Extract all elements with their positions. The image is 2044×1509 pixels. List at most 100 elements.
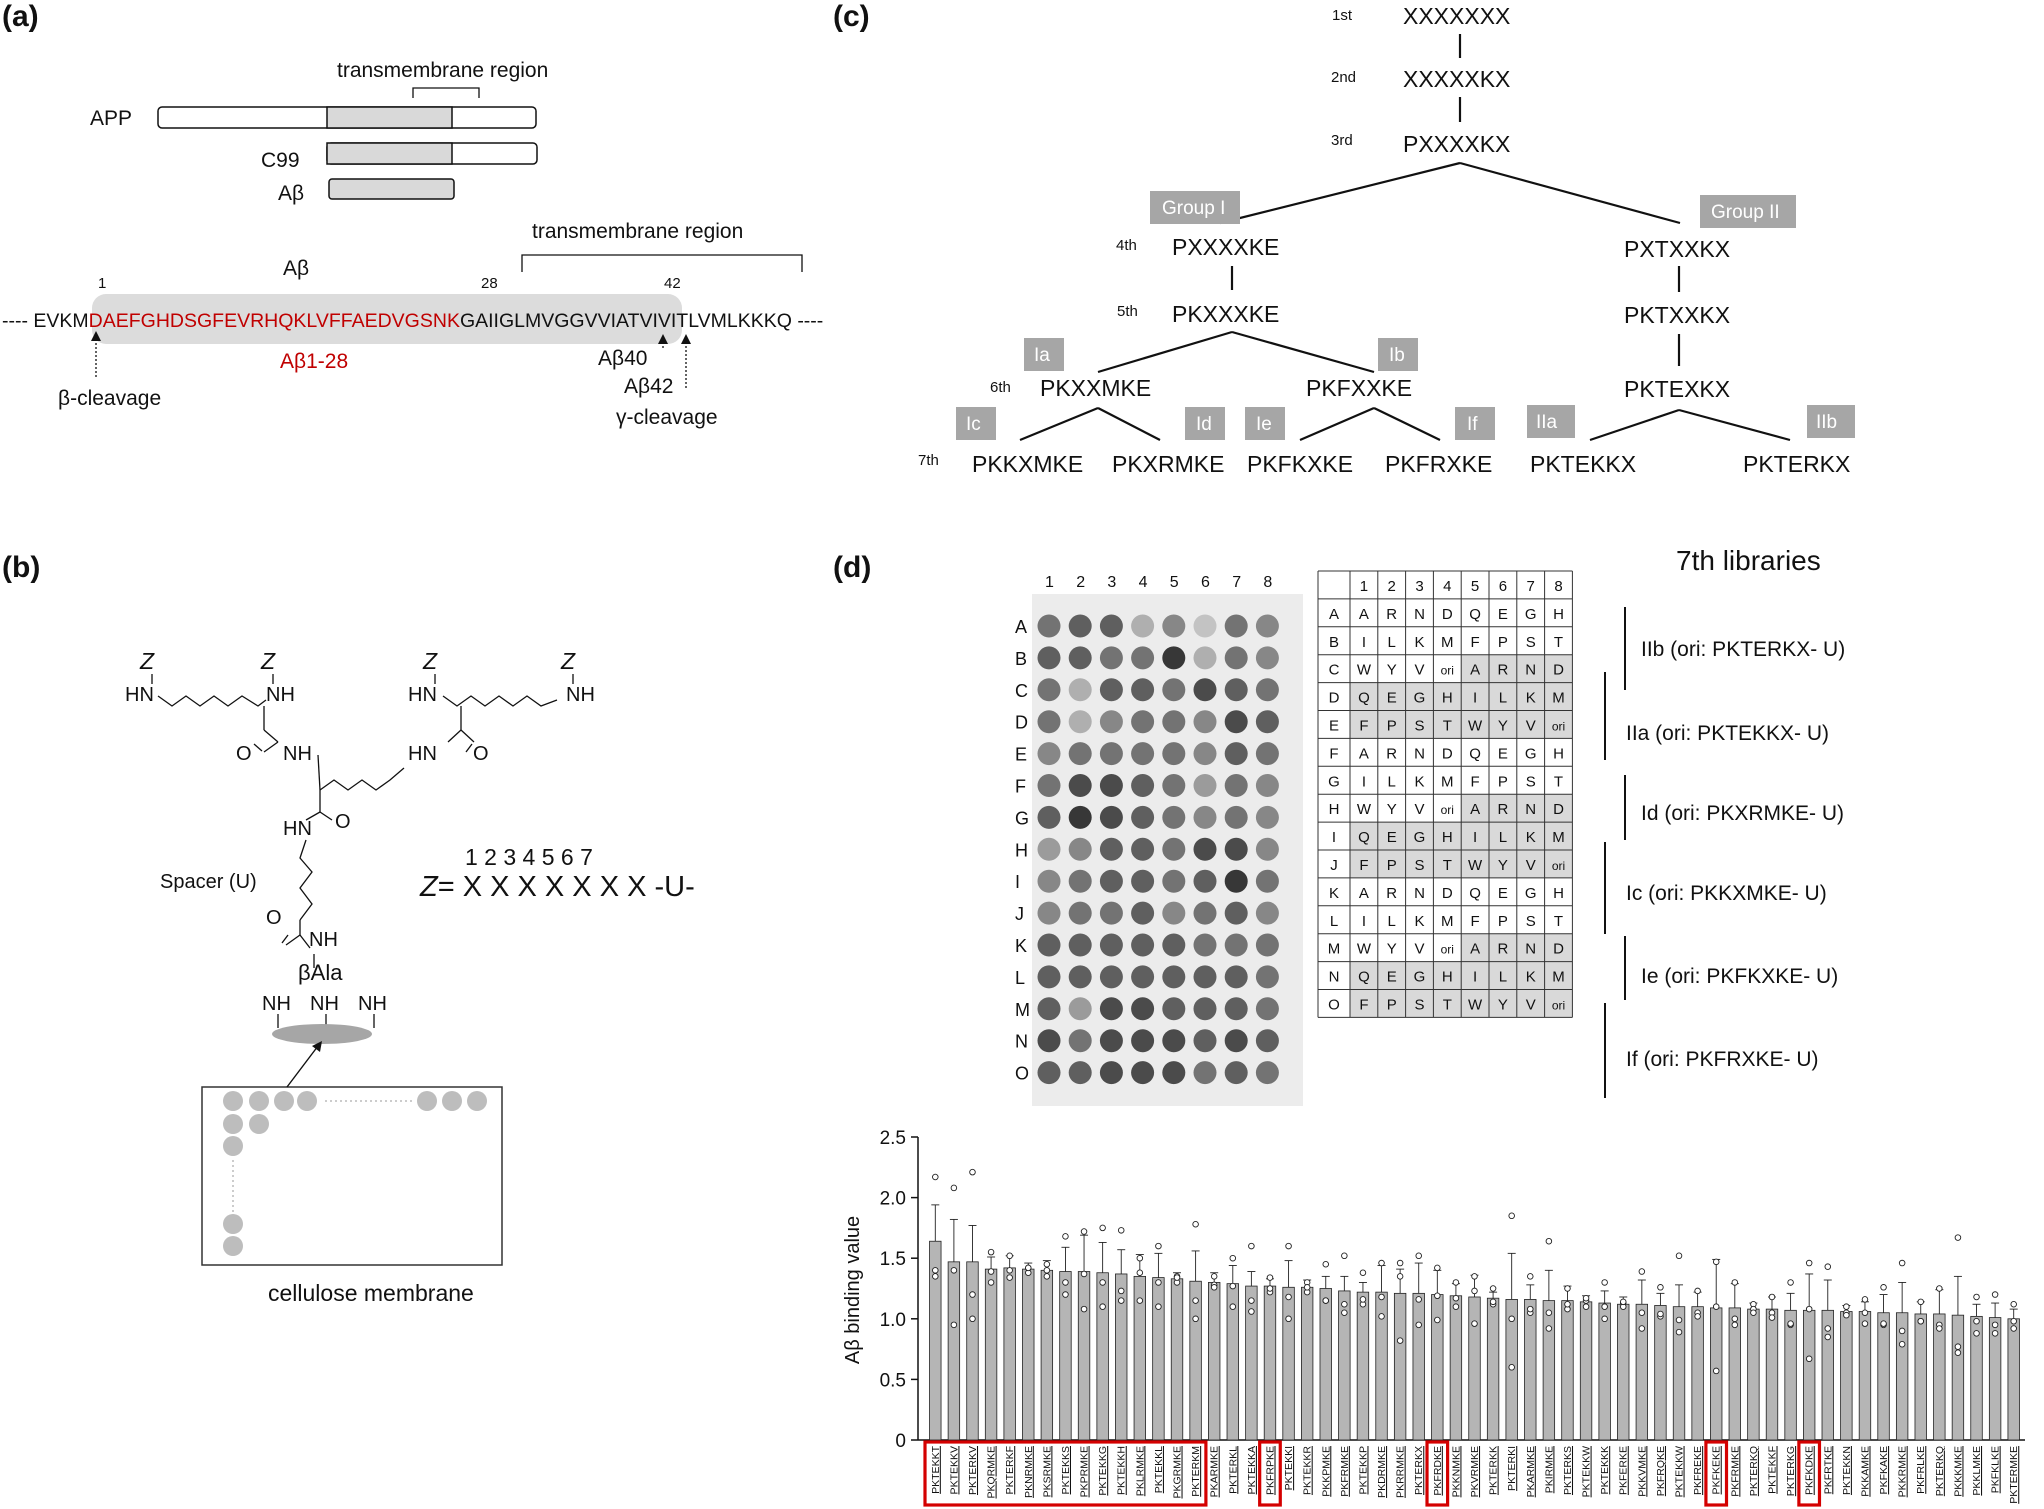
data-point: [1452, 1294, 1460, 1302]
grid-cell: F: [1359, 996, 1368, 1013]
beta-cleavage-label: β-cleavage: [58, 387, 161, 410]
grid-cell: A: [1359, 885, 1369, 902]
grid-cell: L: [1499, 690, 1507, 707]
blot-spot: [1068, 614, 1092, 638]
x-tick-label: PKTERKG: [1785, 1446, 1797, 1496]
blot-spot: [1068, 837, 1092, 861]
x-tick-label: PKTERKX: [1413, 1446, 1425, 1495]
x-tick-label: PKFRMKE: [1729, 1446, 1741, 1497]
grid-cell: D: [1442, 885, 1453, 902]
grid-cell: Y: [1387, 941, 1397, 958]
grid-cell: S: [1526, 634, 1536, 651]
grid-cell: ori: [1552, 998, 1565, 1012]
data-point: [1954, 1349, 1962, 1356]
blot-spot: [1162, 933, 1186, 957]
bar: [1468, 1296, 1481, 1441]
data-point: [1787, 1320, 1794, 1327]
y-tick-label: 2.5: [880, 1128, 906, 1149]
bar: [1077, 1271, 1091, 1441]
blot-spot: [1068, 646, 1092, 670]
grid-cell: W: [1468, 857, 1483, 874]
blot-row-F: F: [1015, 777, 1026, 797]
data-point: [969, 1291, 976, 1298]
grid-cell: Q: [1358, 969, 1370, 986]
grid-cell: G: [1525, 885, 1537, 902]
bar: [1672, 1306, 1686, 1441]
blot-spot: [1037, 710, 1061, 734]
data-point: [1471, 1320, 1478, 1327]
blot-spot: [1193, 933, 1217, 957]
pos-42: 42: [664, 275, 681, 292]
blot-row-C: C: [1015, 681, 1028, 701]
x-tick-label: PKIRMKE: [1543, 1446, 1555, 1493]
group-ii-box: [1700, 195, 1796, 228]
grid-col-4: 4: [1443, 578, 1451, 595]
data-point: [1880, 1284, 1887, 1291]
data-point: [1750, 1309, 1757, 1316]
grid-cell: Y: [1498, 857, 1508, 874]
cellulose-membrane-label: cellulose membrane: [268, 1280, 474, 1306]
data-point: [1341, 1301, 1348, 1308]
blot-spot: [1068, 742, 1092, 766]
data-point: [1805, 1259, 1813, 1267]
grid-cell: ori: [1441, 664, 1454, 678]
data-point: [1062, 1291, 1069, 1298]
iia-box: [1527, 405, 1575, 438]
seq-g2-round-5: PKTXXKX: [1624, 302, 1730, 328]
blot-spot: [1193, 901, 1217, 925]
o-label-3: O: [335, 811, 351, 833]
data-point: [1954, 1234, 1962, 1241]
x-tick-label: PKTEKKV: [948, 1446, 960, 1494]
bar: [1208, 1282, 1221, 1441]
blot-spot: [1099, 965, 1123, 989]
data-point: [1117, 1297, 1125, 1304]
spot-ellipse: [272, 1024, 372, 1044]
data-point: [1824, 1263, 1832, 1270]
data-point: [1266, 1274, 1274, 1281]
grid-cell: K: [1414, 913, 1424, 930]
x-tick-label: PKFRQKE: [1655, 1446, 1667, 1496]
blot-spot: [1193, 678, 1217, 702]
data-point: [1229, 1303, 1237, 1310]
blot-spot: [1068, 901, 1092, 925]
seq-prefix: ---- EVKM: [2, 310, 89, 332]
abeta-1-28-label: Aβ1-28: [280, 350, 348, 373]
data-point: [1489, 1285, 1497, 1292]
blot-spot: [1193, 742, 1217, 766]
bar: [1040, 1269, 1054, 1441]
blot-spot: [1099, 774, 1123, 797]
blot-spot: [1099, 837, 1123, 861]
blot-spot: [1224, 869, 1248, 893]
blot-col-2: 2: [1076, 574, 1085, 591]
x-tick-label: PKFRPKE: [1264, 1446, 1276, 1495]
z-label-2: Z: [260, 648, 276, 674]
data-point: [1043, 1273, 1051, 1280]
blot-spot: [1224, 1029, 1248, 1053]
x-tick-label: PKARMKE: [1209, 1446, 1221, 1497]
bar-label-c99: C99: [261, 149, 300, 172]
iia-label: IIa: [1536, 412, 1558, 433]
x-tick-label: PKKNMKE: [1450, 1446, 1462, 1497]
data-point: [1898, 1327, 1906, 1335]
blot-spot: [1193, 614, 1217, 638]
grid-cell: W: [1357, 801, 1372, 818]
gamma-cleavage-label: γ-cleavage: [616, 406, 718, 429]
round-1st: 1st: [1332, 7, 1353, 24]
grid-cell: T: [1554, 634, 1563, 651]
data-point: [1675, 1328, 1683, 1336]
grid-cell: Q: [1358, 690, 1370, 707]
blot-spot: [1162, 1061, 1186, 1085]
bar: [1356, 1291, 1370, 1441]
blot-spot: [1131, 742, 1155, 766]
data-point: [1917, 1298, 1924, 1306]
blot-spot: [1037, 997, 1061, 1021]
data-point: [1991, 1330, 1999, 1337]
panel-c-label: (c): [833, 0, 870, 33]
blot-row-H: H: [1015, 840, 1028, 860]
grid-cell: S: [1414, 717, 1424, 734]
grid-cell: M: [1552, 690, 1565, 707]
blot-row-K: K: [1015, 936, 1027, 956]
blot-spot: [1224, 614, 1248, 638]
blot-col-1: 1: [1045, 574, 1054, 591]
data-point: [1006, 1252, 1013, 1260]
